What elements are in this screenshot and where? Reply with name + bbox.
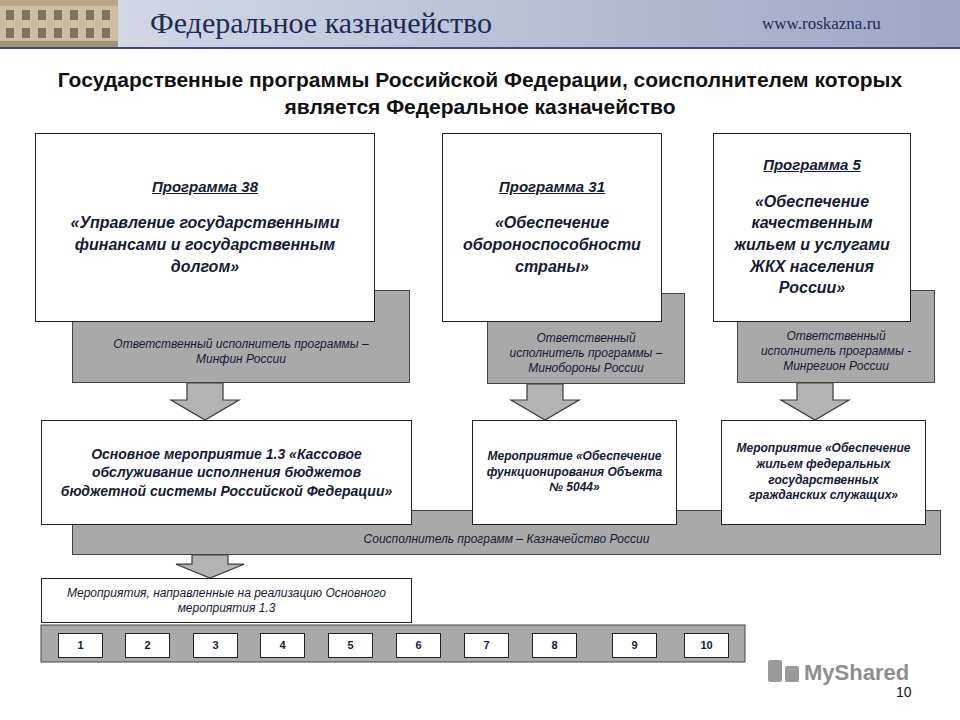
sub-measures-box: Мероприятия, направленные на реализацию …: [41, 578, 412, 623]
number-box: 2: [125, 633, 170, 658]
number-box: 9: [612, 633, 657, 658]
box-text: Ответственный исполнитель программы - Ми…: [748, 329, 924, 374]
box-text: 3: [196, 639, 235, 652]
watermark: MyShared: [804, 660, 909, 686]
box-text: 4: [263, 639, 302, 652]
program-heading: Программа 5: [726, 156, 898, 175]
measure-box: Мероприятие «Обеспечение функционировани…: [472, 420, 677, 525]
number-box: 6: [396, 633, 441, 658]
box-text: Мероприятие «Обеспечение жильем федераль…: [732, 441, 915, 503]
box-text: «Обеспечение обороноспособности страны»: [455, 212, 649, 277]
number-box: 7: [464, 633, 509, 658]
header-title: Федеральное казначейство: [150, 6, 492, 40]
number-box: 1: [58, 633, 103, 658]
box-text: 8: [535, 639, 574, 652]
box-text: «Управление государственными финансами и…: [48, 212, 362, 277]
box-text: 10: [687, 639, 726, 652]
block-arrow: [176, 555, 244, 578]
program-heading: Программа 31: [455, 178, 649, 197]
number-box: 5: [328, 633, 373, 658]
number-box: 8: [532, 633, 577, 658]
box-text: 2: [128, 639, 167, 652]
number-strip: [41, 625, 745, 662]
header-bar: [0, 0, 960, 47]
box-text: Основное мероприятие 1.3 «Кассовое обслу…: [52, 445, 401, 500]
slide-number: 10: [896, 684, 912, 700]
box-text: Ответственный исполнитель программы – Ми…: [498, 331, 674, 376]
box-text: 6: [399, 639, 438, 652]
box-text: 9: [615, 639, 654, 652]
box-text: Мероприятие «Обеспечение функционировани…: [483, 449, 666, 496]
slide-title: Государственные программы Российской Фед…: [40, 66, 920, 121]
measure-box: Основное мероприятие 1.3 «Кассовое обслу…: [41, 420, 412, 525]
program-heading: Программа 38: [48, 178, 362, 197]
watermark-icon: [768, 660, 799, 682]
program-box: Программа 38 «Управление государственными…: [35, 133, 375, 322]
block-arrow: [781, 383, 849, 420]
measure-box: Мероприятие «Обеспечение жильем федераль…: [721, 420, 926, 525]
block-arrow: [171, 383, 239, 420]
number-box: 3: [193, 633, 238, 658]
header-rule: [0, 47, 960, 49]
building-photo: [0, 0, 118, 47]
box-text: Ответственный исполнитель программы – Ми…: [113, 337, 369, 367]
box-text: 7: [467, 639, 506, 652]
box-text: «Обеспечение качественным жильем и услуг…: [726, 191, 898, 299]
number-box: 4: [260, 633, 305, 658]
box-text: Соисполнитель программ – Казначейство Ро…: [83, 532, 930, 547]
program-box: Программа 5 «Обеспечение качественным жил…: [713, 133, 911, 322]
program-box: Программа 31 «Обеспечение обороноспособно…: [442, 133, 662, 322]
number-box: 10: [684, 633, 729, 658]
box-text: Мероприятия, направленные на реализацию …: [50, 586, 403, 616]
box-text: 5: [331, 639, 370, 652]
box-text: 1: [61, 639, 100, 652]
block-arrow: [511, 384, 579, 420]
header-url: www.roskazna.ru: [762, 14, 881, 34]
